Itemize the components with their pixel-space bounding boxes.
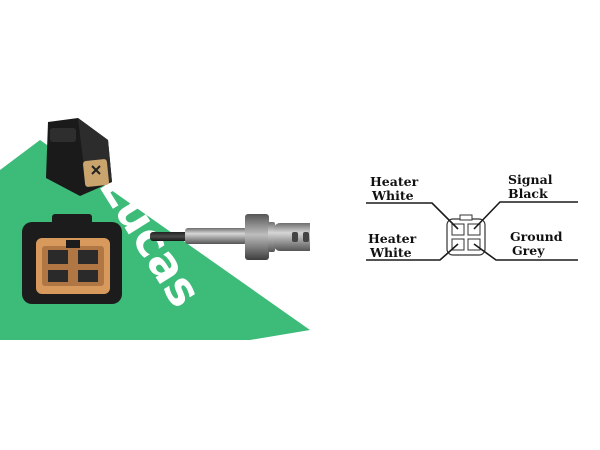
sensor-hex-nut	[245, 214, 269, 260]
pinout-diagram: Heater White Heater White Signal Black G…	[366, 172, 578, 261]
pin-label-signal-line1: Signal	[508, 172, 553, 187]
pin-line-signal	[473, 201, 578, 230]
pin-label-ground-line2: Grey	[512, 243, 545, 258]
pin-line-heater-bottom	[366, 243, 459, 261]
pin-line-heater-top	[366, 202, 459, 230]
probe-slot	[292, 232, 298, 242]
pin-label-heater-bottom-line1: Heater	[368, 231, 417, 246]
pin-label-heater-bottom-line2: White	[369, 245, 412, 260]
connector-front-view	[22, 214, 122, 304]
probe-slot	[314, 232, 320, 242]
pin-line-ground	[473, 243, 578, 261]
pin-label-heater-top-line2: White	[371, 188, 414, 203]
sensor-sleeve	[185, 228, 247, 244]
probe-slot	[303, 232, 309, 242]
pin-label-ground-line1: Ground	[510, 229, 563, 244]
pin-label-signal-line2: Black	[508, 186, 548, 201]
sensor-washer	[268, 222, 275, 252]
connector-side-view	[46, 118, 112, 196]
pin-label-heater-top-line1: Heater	[370, 174, 419, 189]
product-photo: Lucas	[0, 118, 320, 340]
